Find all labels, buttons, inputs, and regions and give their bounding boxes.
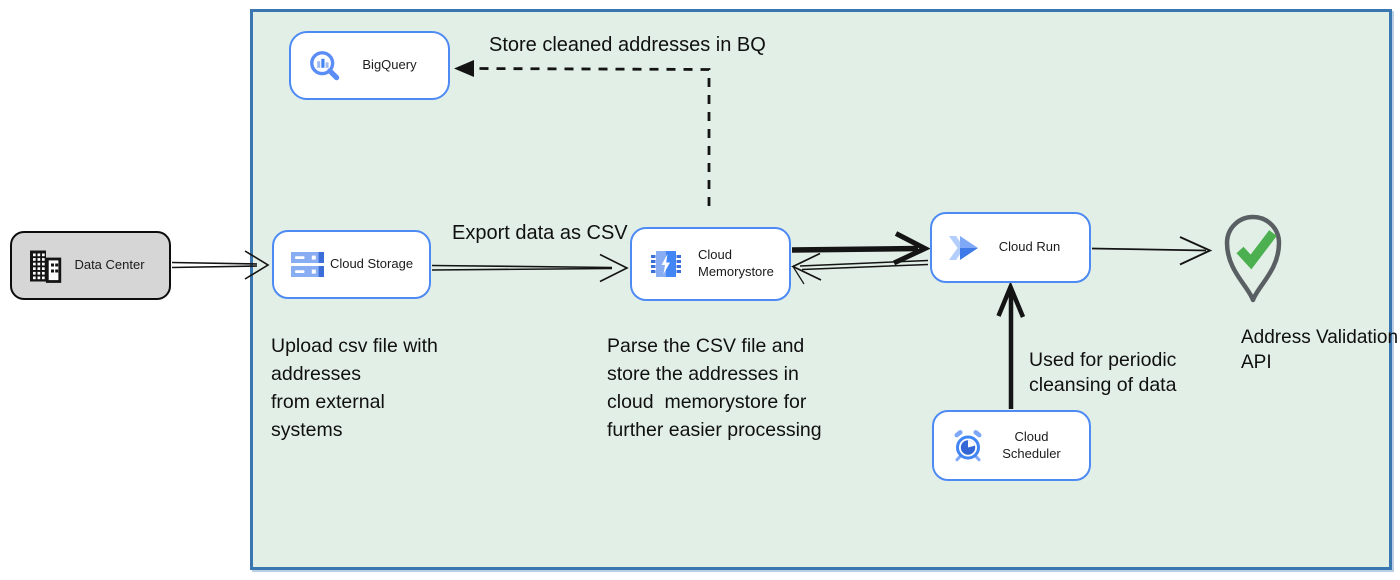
annotation-scheduler-note: Used for periodic cleansing of data xyxy=(1029,349,1177,396)
node-data-center: Data Center xyxy=(10,231,171,300)
node-cloud-run: Cloud Run xyxy=(930,212,1091,283)
node-label: BigQuery xyxy=(362,57,417,73)
node-label: Cloud Scheduler xyxy=(1002,428,1061,461)
bigquery-icon xyxy=(307,48,343,84)
annotation-export-csv: Export data as CSV xyxy=(452,222,628,244)
node-label: Cloud Run xyxy=(998,239,1061,255)
memorystore-icon xyxy=(648,247,684,281)
cloud-storage-icon xyxy=(290,250,326,280)
node-label: Data Center xyxy=(74,257,145,273)
building-icon xyxy=(28,249,62,283)
address-validation-label: Address Validation API xyxy=(1241,327,1399,373)
node-cloud-memorystore: Cloud Memorystore xyxy=(630,227,791,301)
node-bigquery: BigQuery xyxy=(289,31,450,100)
annotation-upload-note: Upload csv file with addresses from exte… xyxy=(271,335,438,441)
map-pin-icon xyxy=(1224,214,1282,303)
check-icon xyxy=(1236,230,1277,270)
annotation-store-in-bq: Store cleaned addresses in BQ xyxy=(489,34,766,56)
address-validation-pin xyxy=(1219,206,1287,306)
gcp-boundary-box xyxy=(250,9,1392,570)
scheduler-clock-icon xyxy=(950,428,986,464)
cloud-run-icon xyxy=(948,233,982,263)
node-label: Cloud Storage xyxy=(329,256,414,272)
annotation-parse-note: Parse the CSV file and store the address… xyxy=(607,335,822,441)
node-label: Cloud Memorystore xyxy=(698,247,774,279)
node-cloud-storage: Cloud Storage xyxy=(272,230,431,299)
node-cloud-scheduler: Cloud Scheduler xyxy=(932,410,1091,481)
